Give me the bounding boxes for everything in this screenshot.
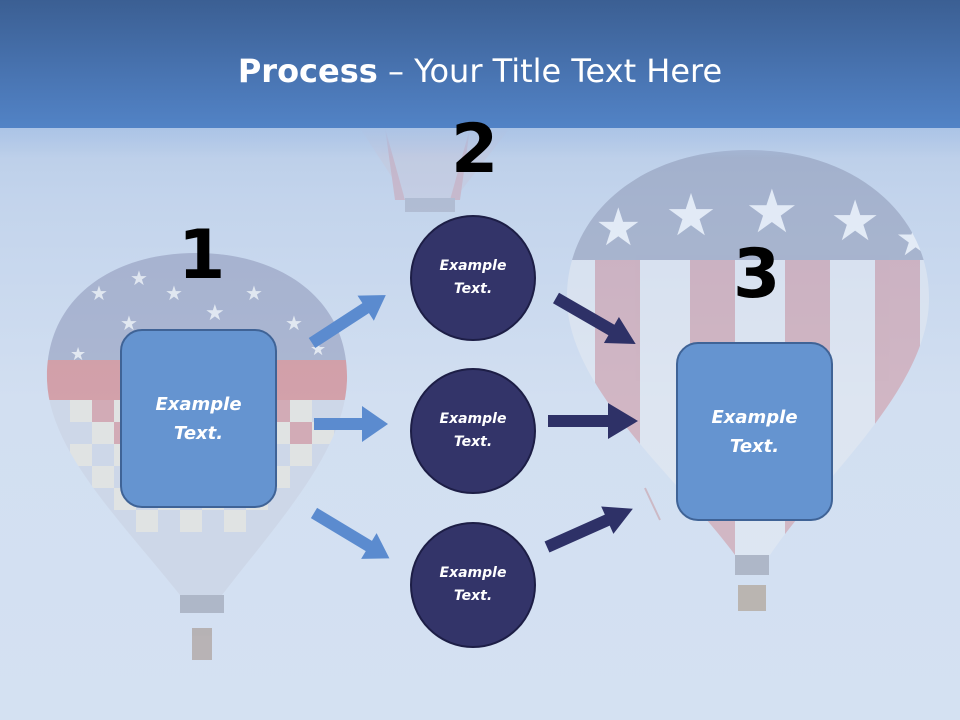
step-number-2: 2 [451, 110, 499, 189]
svg-text:★: ★ [165, 281, 183, 305]
svg-text:★: ★ [285, 311, 303, 335]
step-3-box-line2: Text. [729, 435, 780, 457]
title-bar-fade [0, 128, 960, 158]
step-1-box-line2: Text. [173, 422, 224, 444]
svg-text:★: ★ [745, 177, 799, 247]
step-number-3: 3 [733, 235, 781, 314]
step-number-1: 1 [178, 216, 226, 295]
circle-top-line2: Text. [453, 281, 493, 297]
svg-text:★: ★ [595, 198, 642, 258]
svg-text:★: ★ [310, 339, 326, 360]
circle-middle-line2: Text. [453, 434, 493, 450]
svg-text:★: ★ [205, 301, 225, 326]
right-balloon-basket-icon [735, 555, 769, 611]
circle-middle-line1: Example [439, 411, 507, 427]
svg-text:★: ★ [120, 311, 138, 335]
title-bar [0, 0, 960, 128]
step-2-circle-middle[interactable]: Example Text. [410, 368, 536, 494]
svg-text:★: ★ [665, 181, 717, 249]
svg-text:★: ★ [245, 281, 263, 305]
step-2-circle-bottom[interactable]: Example Text. [410, 522, 536, 648]
circle-bottom-line1: Example [439, 565, 507, 581]
step-1-box[interactable]: Example Text. [120, 329, 277, 508]
step-3-box-line1: Example [711, 406, 798, 428]
step-1-box-line1: Example [155, 393, 242, 415]
title-text: – Your Title Text Here [377, 52, 723, 90]
left-balloon-basket-icon [180, 595, 224, 660]
step-2-circle-top[interactable]: Example Text. [410, 215, 536, 341]
slide-title[interactable]: Process – Your Title Text Here [0, 52, 960, 90]
svg-text:★: ★ [90, 281, 108, 305]
svg-text:★: ★ [130, 266, 148, 290]
svg-text:★: ★ [895, 212, 936, 266]
svg-text:★: ★ [830, 189, 880, 254]
circle-bottom-line2: Text. [453, 588, 493, 604]
svg-text:★: ★ [70, 344, 86, 365]
step-3-box[interactable]: Example Text. [676, 342, 833, 521]
circle-top-line1: Example [439, 258, 507, 274]
title-bold-text: Process [237, 52, 378, 90]
